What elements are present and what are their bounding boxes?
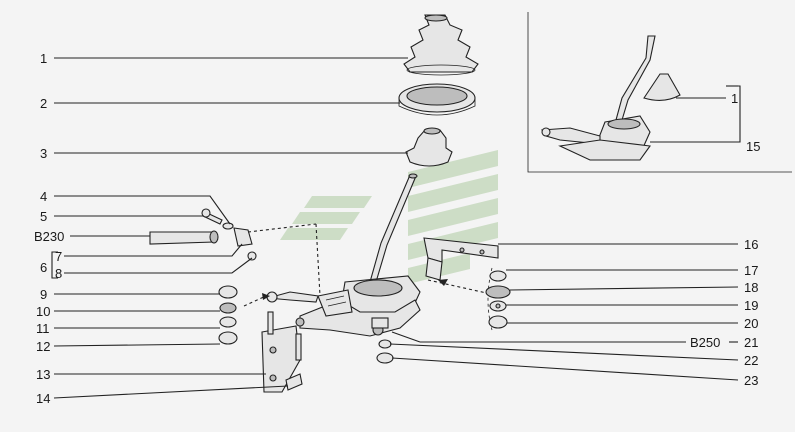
callout-22: 22 [744, 353, 758, 368]
callout-2: 2 [40, 96, 47, 111]
callout-b230: B230 [34, 229, 64, 244]
cable-end-assembly [149, 208, 321, 297]
callout-6: 6 [40, 260, 47, 275]
gear-boot [403, 14, 479, 76]
callout-17: 17 [744, 263, 758, 278]
callout-3: 3 [40, 146, 47, 161]
inner-boot [405, 127, 453, 167]
callout-5: 5 [40, 209, 47, 224]
inset-callout-15: 15 [746, 139, 760, 154]
callout-18: 18 [744, 280, 758, 295]
leader-lines [53, 57, 741, 399]
inset-callout-1: 1 [731, 91, 738, 106]
retaining-ring [398, 83, 476, 116]
callout-labels: 1 2 3 4 5 B230 6 7 8 9 10 11 12 13 14 16… [34, 51, 760, 406]
callout-b250: B250 [690, 335, 720, 350]
callout-10: 10 [36, 304, 50, 319]
callout-12: 12 [36, 339, 50, 354]
callout-23: 23 [744, 373, 758, 388]
fastener-stack-left [218, 285, 270, 345]
watermark-logo [280, 150, 498, 284]
lower-bracket [261, 311, 303, 393]
callout-9: 9 [40, 287, 47, 302]
lower-nuts [376, 339, 394, 364]
callout-7: 7 [55, 249, 62, 264]
callout-8: 8 [55, 266, 62, 281]
callout-16: 16 [744, 237, 758, 252]
callout-20: 20 [744, 316, 758, 331]
callout-14: 14 [36, 391, 50, 406]
inset-frame [527, 12, 792, 173]
inset-assembly [541, 35, 681, 161]
selector-housing [266, 275, 421, 337]
callout-21: 21 [744, 335, 758, 350]
callout-19: 19 [744, 298, 758, 313]
callout-4: 4 [40, 189, 47, 204]
callout-bracket-6 [51, 251, 58, 279]
fastener-stack-right [485, 267, 511, 331]
callout-11: 11 [36, 321, 50, 336]
callout-13: 13 [36, 367, 50, 382]
callout-1: 1 [40, 51, 47, 66]
